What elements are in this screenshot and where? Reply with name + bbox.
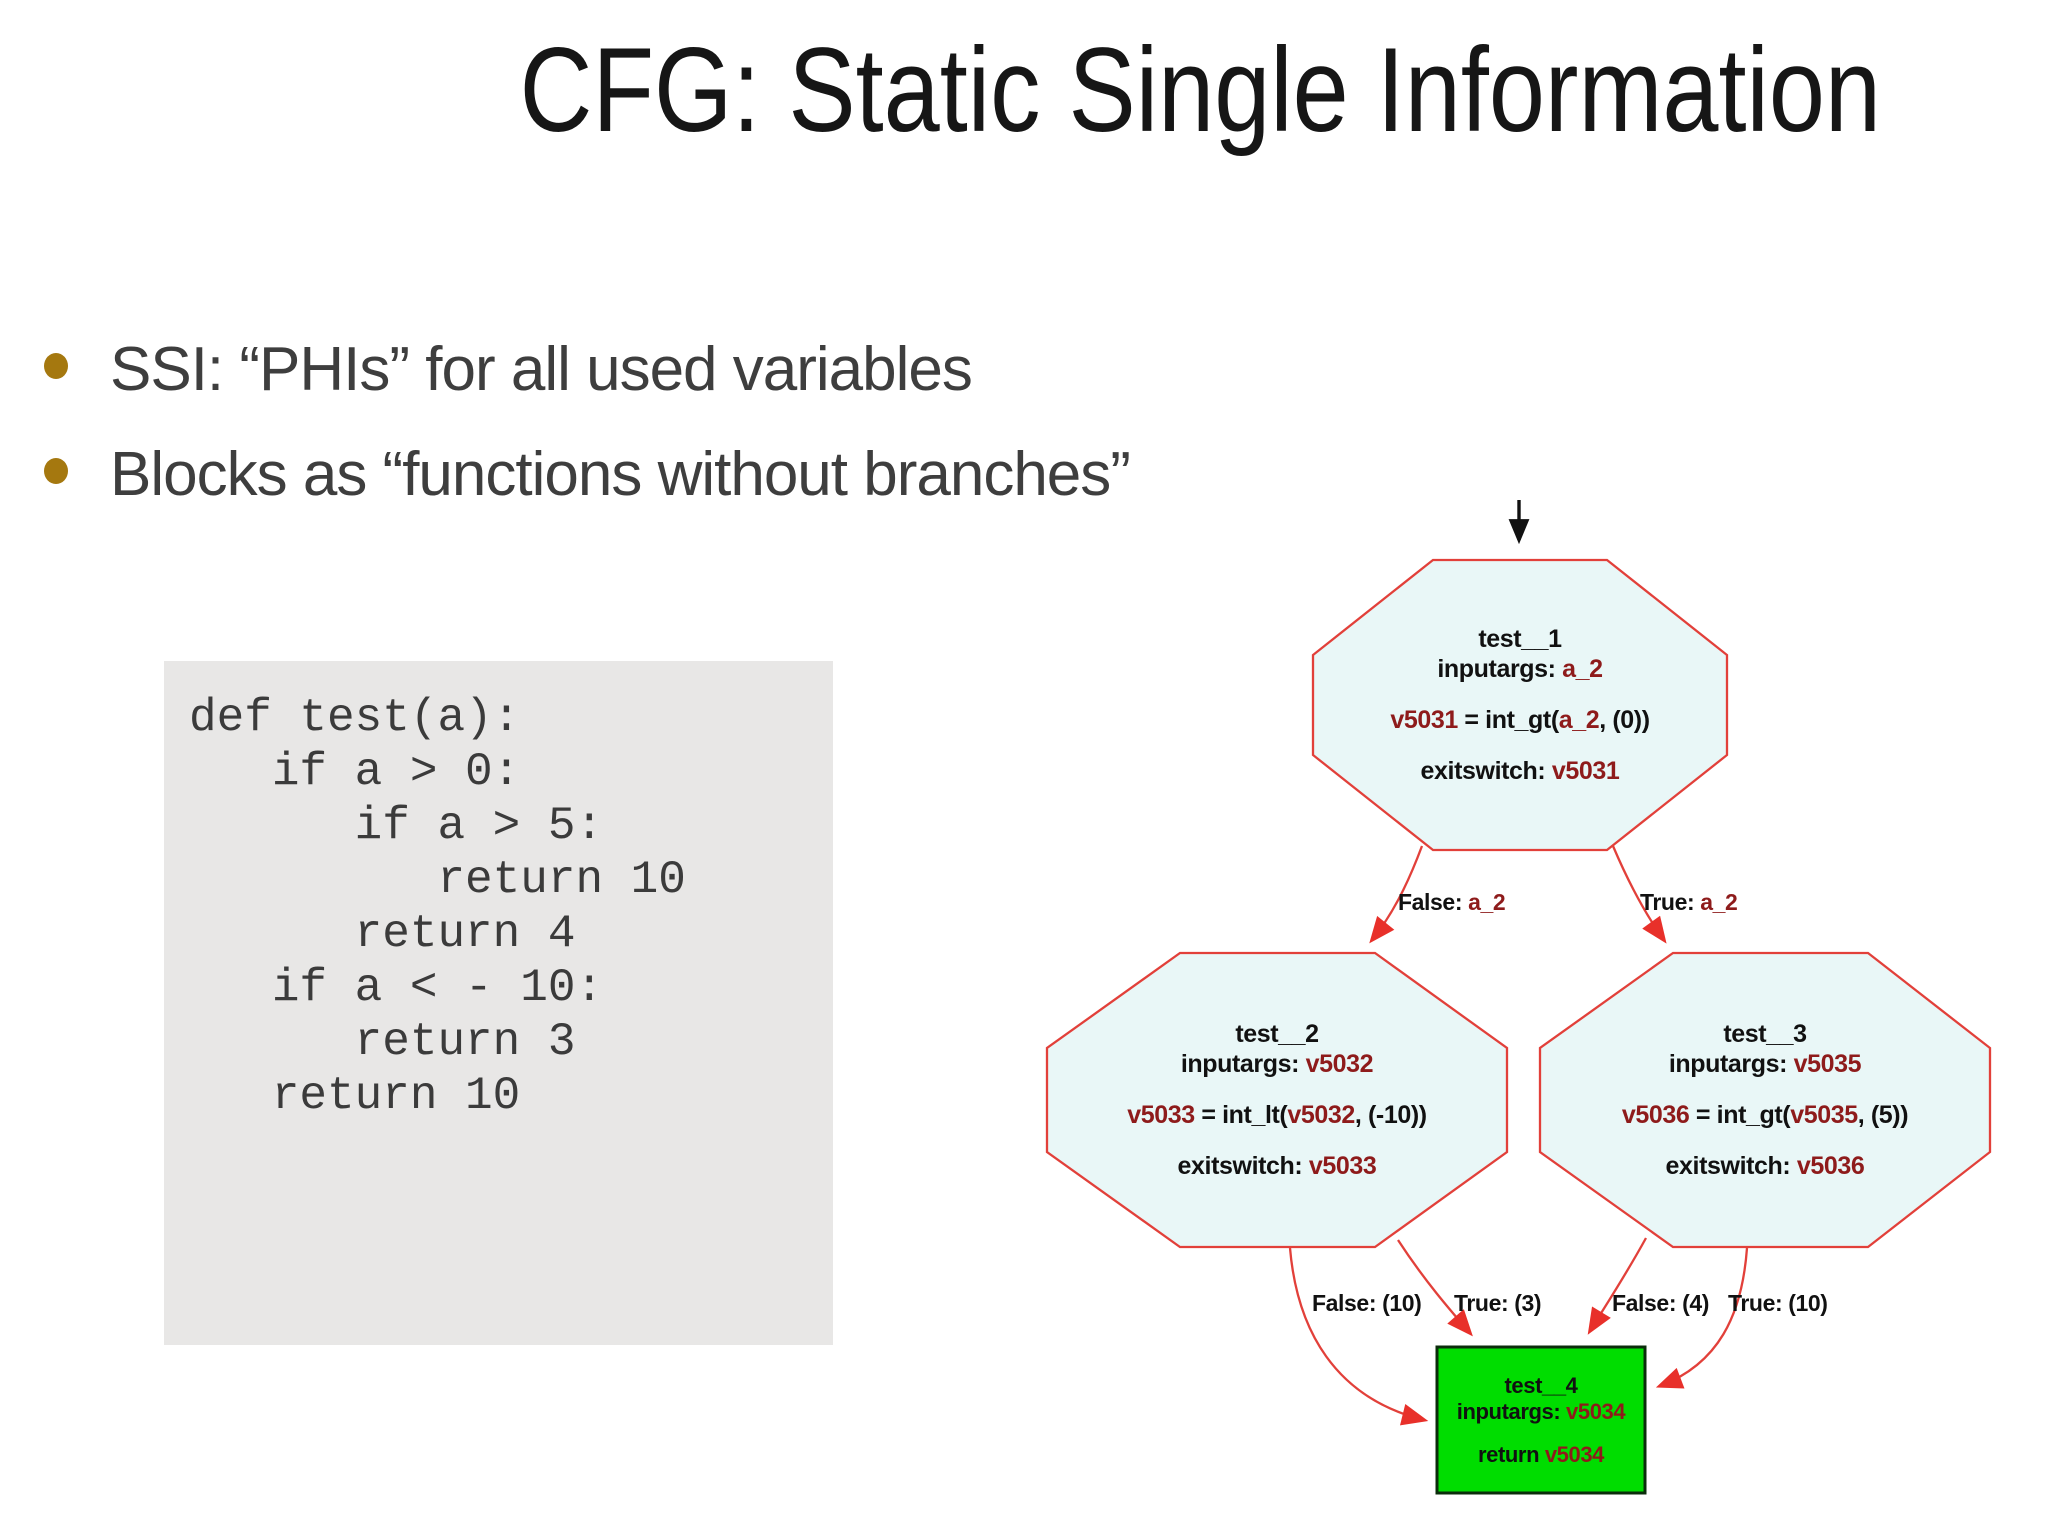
node-exitswitch: exitswitch: v5036: [1666, 1151, 1865, 1181]
edge-label-var: a_2: [1468, 889, 1506, 915]
op-arg: a_2: [1558, 706, 1600, 734]
cfg-node-test3-shape: [1538, 951, 1992, 1249]
inputargs-var: v5032: [1305, 1050, 1374, 1078]
cfg-node-test1-shape: [1311, 558, 1729, 852]
code-block: def test(a): if a > 0: if a > 5: return …: [164, 661, 833, 1345]
node-inputargs: inputargs: v5032: [1180, 1049, 1374, 1079]
bullet-text: SSI: “PHIs” for all used variables: [110, 335, 973, 404]
cfg-node-test2-label: test__2 inputargs: v5032 v5033 = int_lt(…: [1047, 953, 1507, 1247]
edge-test3-false: [1587, 1237, 1648, 1335]
node-exitswitch: exitswitch: v5031: [1421, 756, 1620, 786]
edge-label-test1-true: True: a_2: [1640, 886, 1738, 918]
edge-test2-true: [1397, 1239, 1473, 1337]
edge-label-test2-true: True: (3): [1454, 1290, 1542, 1316]
bullet-text: Blocks as “functions without branches”: [110, 440, 1131, 509]
op-fn: = int_gt(: [1457, 706, 1559, 734]
op-arg: v5035: [1790, 1101, 1858, 1129]
node-title: test__4: [1504, 1372, 1578, 1398]
cfg-node-test4-label: test__4 inputargs: v5034 return v5034: [1437, 1347, 1645, 1493]
inputargs-var: v5035: [1793, 1050, 1862, 1078]
exitswitch-label: exitswitch:: [1420, 757, 1552, 785]
exitswitch-label: exitswitch:: [1665, 1152, 1797, 1180]
op-lhs: v5033: [1127, 1101, 1195, 1129]
cfg-node-test1-label: test__1 inputargs: a_2 v5031 = int_gt(a_…: [1313, 560, 1727, 850]
edge-label-prefix: False:: [1398, 889, 1469, 915]
edge-label-test3-true: True: (10): [1728, 1290, 1828, 1316]
code-text: def test(a): if a > 0: if a > 5: return …: [189, 692, 686, 1122]
op-rest: , (0)): [1599, 706, 1650, 734]
node-title: test__1: [1478, 625, 1562, 653]
inputargs-var: v5034: [1566, 1398, 1626, 1424]
node-inputargs: inputargs: v5034: [1456, 1398, 1626, 1425]
edge-test1-false: [1369, 845, 1424, 944]
bullet-dot-icon: [44, 458, 68, 484]
op-fn: = int_lt(: [1194, 1101, 1288, 1129]
list-item: SSI: “PHIs” for all used variables: [44, 327, 1130, 413]
inputargs-label: inputargs:: [1180, 1050, 1306, 1078]
cfg-node-test2-shape: [1045, 951, 1509, 1249]
return-var: v5034: [1544, 1441, 1605, 1467]
node-inputargs: inputargs: a_2: [1437, 654, 1603, 684]
bullet-dot-icon: [44, 353, 68, 379]
bullet-list: SSI: “PHIs” for all used variables Block…: [44, 327, 1131, 537]
cfg-node-test4-shape: [1435, 1345, 1647, 1495]
edge-test3-true: [1655, 1247, 1749, 1389]
edge-label-test3-false: False: (4): [1612, 1290, 1709, 1316]
exitswitch-var: v5031: [1551, 757, 1620, 785]
op-rest: , (-10)): [1354, 1101, 1427, 1129]
slide-title-text: CFG: Static Single Information: [519, 23, 1881, 157]
list-item: Blocks as “functions without branches”: [44, 432, 1131, 518]
op-rest: , (5)): [1857, 1101, 1909, 1129]
exitswitch-var: v5033: [1308, 1152, 1377, 1180]
node-exitswitch: exitswitch: v5033: [1178, 1151, 1377, 1181]
node-operation: v5033 = int_lt(v5032, (-10)): [1127, 1100, 1427, 1130]
slide-title: CFG: Static Single Information: [180, 8, 2048, 178]
op-fn: = int_gt(: [1689, 1101, 1791, 1129]
inputargs-label: inputargs:: [1437, 655, 1563, 683]
edge-label-test2-false: False: (10): [1312, 1290, 1422, 1316]
edge-label-test1-false: False: a_2: [1398, 886, 1506, 918]
cfg-node-test3-label: test__3 inputargs: v5035 v5036 = int_gt(…: [1540, 953, 1990, 1247]
op-arg: v5032: [1287, 1101, 1355, 1129]
exitswitch-label: exitswitch:: [1177, 1152, 1309, 1180]
inputargs-label: inputargs:: [1456, 1398, 1567, 1424]
edge-label-var: a_2: [1700, 889, 1738, 915]
node-operation: v5036 = int_gt(v5035, (5)): [1621, 1100, 1909, 1130]
inputargs-label: inputargs:: [1668, 1050, 1794, 1078]
edge-label-prefix: True:: [1640, 889, 1701, 915]
exitswitch-var: v5036: [1796, 1152, 1865, 1180]
node-inputargs: inputargs: v5035: [1668, 1049, 1862, 1079]
node-title: test__3: [1723, 1020, 1807, 1048]
node-title: test__2: [1235, 1020, 1319, 1048]
edge-test2-false: [1288, 1247, 1429, 1426]
inputargs-var: a_2: [1562, 655, 1603, 683]
op-lhs: v5031: [1390, 706, 1458, 734]
return-label: return: [1477, 1441, 1545, 1467]
node-operation: v5031 = int_gt(a_2, (0)): [1390, 705, 1650, 735]
edge-test1-true: [1611, 845, 1667, 944]
op-lhs: v5036: [1621, 1101, 1690, 1129]
node-return: return v5034: [1478, 1442, 1604, 1468]
